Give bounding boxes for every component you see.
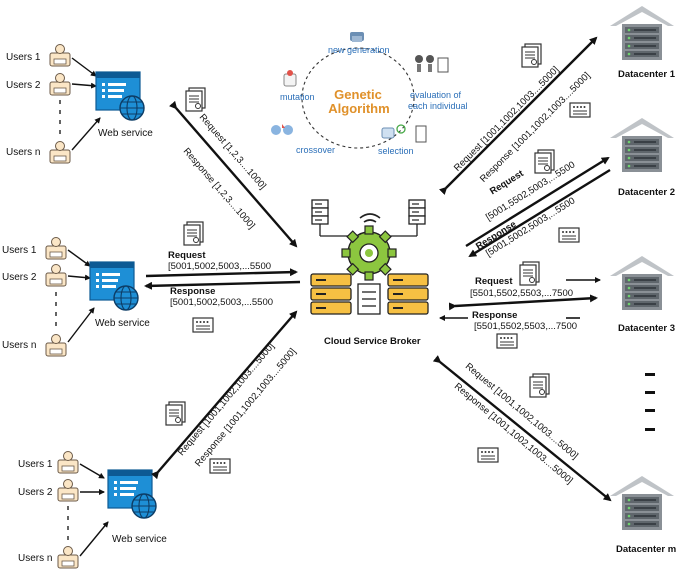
document-icon — [521, 43, 542, 68]
web-service-icon — [95, 71, 145, 121]
user-icon — [45, 334, 67, 357]
certificate-icon — [496, 333, 518, 349]
user-link-arrow — [67, 274, 91, 281]
web-service-label: Web service — [95, 318, 150, 329]
document-icon — [534, 149, 555, 174]
user-icon — [57, 451, 79, 474]
ga-new-generation-label: new generation — [328, 45, 390, 55]
user-link-arrow — [71, 117, 101, 151]
selection-icon — [381, 124, 427, 143]
certificate-icon — [558, 227, 580, 243]
datacenter-label: Datacenter 1 — [618, 69, 676, 80]
ws2-response-range: [5001,5002,5003,...5500 — [170, 297, 274, 308]
user-icon — [49, 73, 71, 96]
ga-title-line2: Algorithm — [328, 101, 390, 116]
user-icon — [57, 479, 79, 502]
document-icon — [165, 401, 186, 426]
ga-evaluation-label-2: each individual — [408, 101, 468, 111]
document-icon — [529, 373, 550, 398]
certificate-icon — [569, 102, 591, 118]
datacenter-ellipsis — [645, 373, 655, 431]
user-group-2 — [45, 237, 139, 357]
gear-icon — [341, 225, 397, 281]
user-icon — [49, 141, 71, 164]
ga-evaluation-label-1: evaluation of — [410, 90, 462, 100]
user-label: Users 2 — [2, 272, 37, 283]
dc3-response-range: [5501,5502,5503,...7500 — [474, 321, 578, 332]
ws2-response-label: Response — [170, 286, 216, 297]
datacenter-icon — [610, 256, 674, 310]
web-service-icon — [107, 469, 157, 519]
ga-selection-label: selection — [378, 146, 414, 156]
user-icon — [49, 44, 71, 67]
datacenter-icon — [610, 6, 674, 60]
evaluation-icon — [415, 55, 449, 73]
population-icon — [350, 32, 364, 42]
datacenter-icon — [610, 118, 674, 172]
user-icon — [45, 264, 67, 287]
web-service-label: Web service — [112, 534, 167, 545]
certificate-icon — [192, 317, 214, 333]
certificate-icon — [477, 447, 499, 463]
ws2-request-label: Request — [168, 250, 206, 261]
document-icon — [183, 221, 204, 246]
user-icon — [45, 237, 67, 260]
user-link-arrow — [79, 521, 109, 557]
ga-mutation-label: mutation — [280, 92, 315, 102]
user-label: Users n — [18, 553, 53, 564]
web-service-label: Web service — [98, 128, 153, 139]
user-label: Users 1 — [18, 459, 53, 470]
datacenter-icon — [610, 476, 674, 530]
user-link-arrow — [71, 57, 97, 77]
dc3-response-label: Response — [472, 310, 518, 321]
user-icon — [57, 546, 79, 569]
cloud-service-broker-icon — [310, 199, 429, 315]
document-icon — [185, 87, 206, 112]
certificate-icon — [209, 458, 231, 474]
datacenter-label: Datacenter 3 — [618, 323, 676, 334]
ga-title-line1: Genetic — [334, 87, 382, 102]
user-link-arrow — [67, 249, 91, 267]
crossover-icon — [271, 124, 293, 135]
dc3-request-range: [5501,5502,5503,...7500 — [470, 288, 574, 299]
mutation-icon — [283, 70, 297, 87]
user-link-arrow — [71, 82, 97, 89]
server-icon — [310, 273, 429, 315]
user-link-arrow — [67, 307, 95, 343]
web-service-icon — [89, 261, 139, 311]
user-group-1 — [49, 44, 145, 164]
user-label: Users n — [2, 340, 37, 351]
user-group-3 — [57, 451, 157, 569]
document-icon — [519, 261, 540, 286]
user-label: Users 1 — [2, 245, 37, 256]
broker-label: Cloud Service Broker — [324, 336, 421, 347]
flow-arrows — [144, 36, 612, 502]
dc3-request-label: Request — [475, 276, 513, 287]
datacenter-label: Datacenter 2 — [618, 187, 676, 198]
user-label: Users n — [6, 147, 41, 158]
user-label: Users 2 — [6, 80, 41, 91]
ws2-request-range: [5001,5002,5003,...5500 — [168, 261, 272, 272]
user-label: Users 1 — [6, 52, 41, 63]
user-label: Users 2 — [18, 487, 53, 498]
datacenter-label: Datacenter m — [616, 544, 677, 555]
ga-crossover-label: crossover — [296, 145, 336, 155]
user-link-arrow — [79, 463, 105, 479]
